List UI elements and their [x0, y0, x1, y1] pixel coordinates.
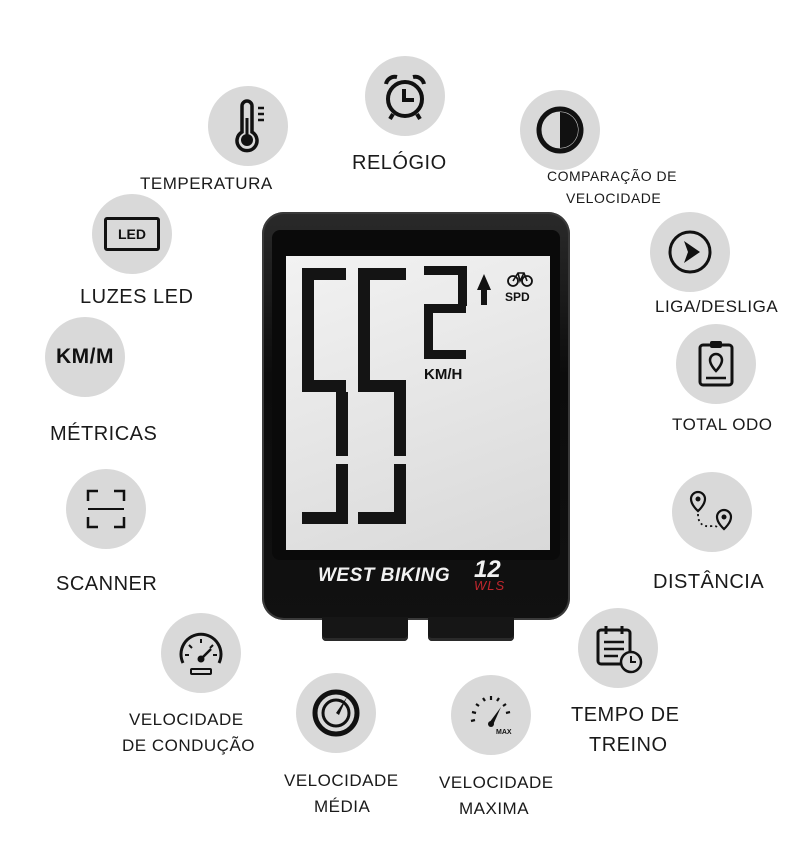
mode-indicator: SPD: [505, 290, 530, 304]
scanner-icon: [86, 489, 126, 529]
led-icon: LED: [104, 217, 160, 251]
max-icon-text: MAX: [496, 729, 512, 736]
led-circle: LED: [92, 194, 172, 274]
temperature-label: TEMPERATURA: [140, 174, 273, 193]
average-gauge-icon: [312, 689, 360, 737]
avg-speed-circle: [296, 673, 376, 753]
metrics-icon: KM/M: [56, 345, 114, 368]
distance-label: DISTÂNCIA: [653, 571, 765, 593]
training-time-label-2: TREINO: [589, 734, 668, 756]
max-speed-circle: MAX: [451, 675, 531, 755]
clock-label: RELÓGIO: [352, 152, 447, 174]
training-time-label-1: TEMPO DE: [571, 704, 680, 726]
total-odo-label: TOTAL ODO: [672, 415, 773, 434]
scanner-label: SCANNER: [56, 573, 158, 595]
speedometer-icon: [179, 632, 223, 675]
riding-speed-label-1: VELOCIDADE: [129, 710, 244, 729]
avg-speed-label-1: VELOCIDADE: [284, 771, 399, 790]
riding-speed-circle: [161, 613, 241, 693]
lcd-screen: [286, 256, 550, 550]
calendar-clock-icon: [596, 626, 643, 674]
right-button[interactable]: [428, 617, 514, 641]
led-label: LUZES LED: [80, 286, 194, 308]
on-off-label: LIGA/DESLIGA: [655, 297, 779, 316]
training-time-circle: [578, 608, 658, 688]
temperature-circle: [208, 86, 288, 166]
riding-speed-label-2: DE CONDUÇÃO: [122, 736, 256, 755]
model-suffix: WLS: [474, 578, 506, 593]
half-circle-icon: [536, 106, 584, 154]
clock-circle: [365, 56, 445, 136]
on-off-circle: [650, 212, 730, 292]
speed-compare-label-2: VELOCIDADE: [566, 190, 662, 206]
distance-circle: [672, 472, 752, 552]
max-speed-label-1: VELOCIDADE: [439, 773, 554, 792]
avg-speed-label-2: MÉDIA: [314, 797, 371, 816]
led-icon-text: LED: [118, 226, 146, 242]
bike-icon: [507, 272, 533, 287]
clipboard-location-icon: [698, 341, 734, 387]
metrics-label: MÉTRICAS: [50, 423, 158, 445]
play-arrow-icon: [668, 230, 712, 274]
total-odo-circle: [676, 324, 756, 404]
speed-units: KM/H: [424, 366, 463, 383]
scanner-circle: [66, 469, 146, 549]
brand-name: WEST BIKING: [318, 565, 451, 586]
thermometer-icon: [235, 99, 264, 153]
left-button[interactable]: [322, 617, 408, 641]
max-gauge-icon: MAX: [470, 696, 512, 736]
speed-compare-label-1: COMPARAÇÃO DE: [547, 168, 677, 184]
alarm-clock-icon: [384, 74, 426, 121]
max-speed-label-2: MAXIMA: [459, 799, 530, 818]
route-pin-icon: [689, 490, 733, 531]
metrics-circle: KM/M: [45, 317, 125, 397]
model-number: 12: [474, 556, 501, 583]
speed-compare-circle: [520, 90, 600, 170]
